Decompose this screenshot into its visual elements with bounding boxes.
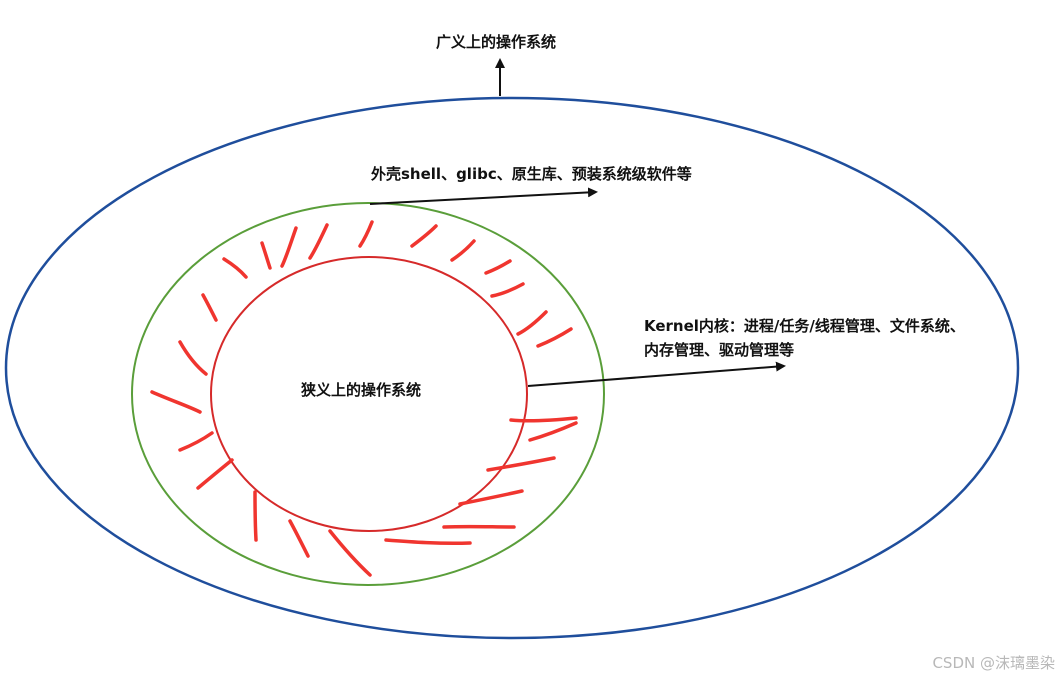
- kernel-label-line1: Kernel内核：进程/任务/线程管理、文件系统、: [644, 317, 965, 335]
- scribble-strokes: [150, 220, 578, 577]
- narrow-os-label: 狭义上的操作系统: [301, 381, 422, 399]
- arrows: [369, 58, 786, 387]
- broad-os-ellipse: [4, 96, 1020, 640]
- kernel-label-line2: 内存管理、驱动管理等: [644, 341, 795, 359]
- arrow-kernel: [527, 361, 786, 387]
- watermark: CSDN @沫璃墨染: [932, 654, 1055, 672]
- shell-layer-label: 外壳shell、glibc、原生库、预装系统级软件等: [371, 165, 692, 183]
- arrow-shell-layer: [369, 187, 598, 205]
- shell-layer-ring: [131, 202, 605, 586]
- kernel-circle: [210, 256, 528, 532]
- broad-os-label: 广义上的操作系统: [436, 33, 557, 51]
